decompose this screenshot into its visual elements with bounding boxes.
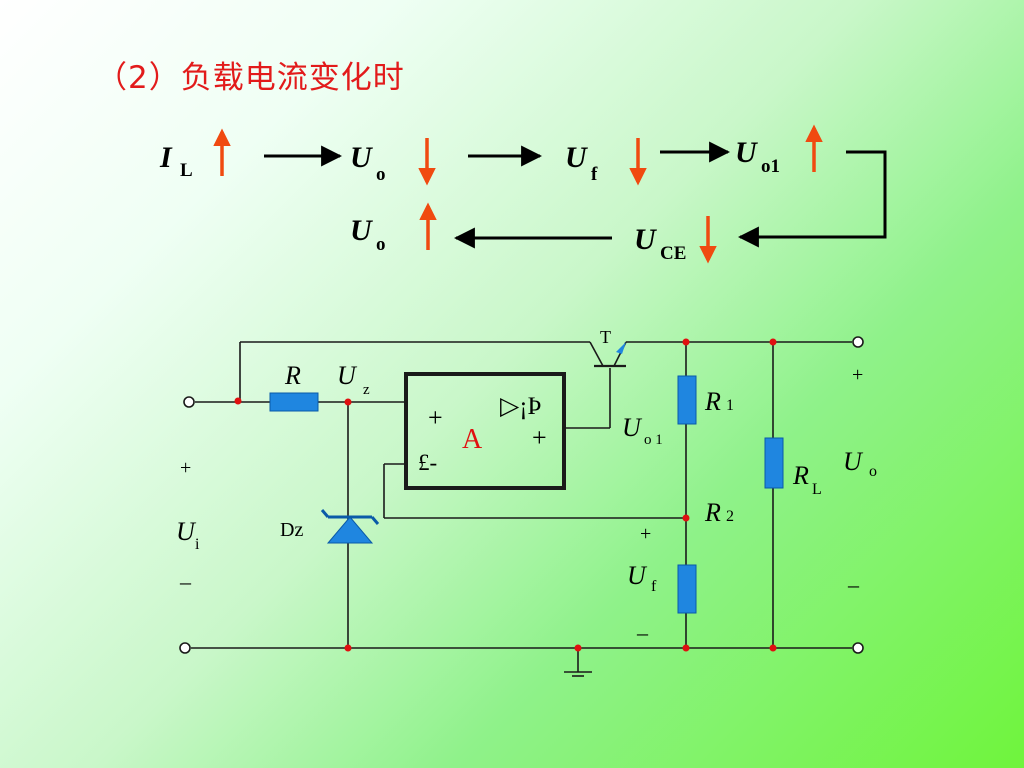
opamp-symbol: ▷¡Þ — [500, 393, 541, 420]
chain-uo-result-sub: o — [376, 234, 386, 255]
chain-uf: U f — [565, 141, 598, 185]
chain-uce-sub: CE — [660, 243, 686, 264]
ui-main: U — [176, 517, 197, 546]
r1-sub: 1 — [726, 397, 734, 414]
opamp-in-plus: + — [428, 403, 443, 432]
junction-node-icon — [234, 397, 242, 405]
junction-node-icon — [344, 398, 352, 406]
opamp-box — [404, 372, 566, 490]
resistor-r1 — [677, 375, 697, 425]
terminals — [179, 336, 864, 654]
resistor-r — [269, 392, 319, 412]
zener-label: Dz — [280, 519, 303, 541]
uo-sub: o — [869, 463, 877, 480]
opamp-label: A — [462, 424, 483, 455]
chain-uce: U CE — [634, 223, 686, 264]
uz-sub: z — [363, 382, 370, 398]
uo-plus: + — [852, 364, 863, 386]
chain-uce-main: U — [634, 223, 657, 256]
chain-uf-main: U — [565, 141, 588, 174]
transistor-label: T — [600, 327, 611, 347]
chain-uo-result-main: U — [350, 214, 373, 247]
uf-minus: – — [636, 620, 649, 645]
junction-nodes — [234, 338, 777, 652]
feedback-loop-arrow-icon — [737, 150, 887, 248]
ui-minus: – — [179, 569, 192, 594]
resistor-r2 — [677, 564, 697, 614]
output-plus-terminal-icon — [852, 336, 864, 348]
uz-main: U — [337, 361, 358, 390]
uo-minus: – — [847, 572, 860, 597]
uo1-main: U — [622, 413, 643, 442]
output-minus-terminal-icon — [852, 642, 864, 654]
input-minus-terminal-icon — [179, 642, 191, 654]
chain-uo-result: U o — [350, 214, 386, 255]
uo1-sub: o 1 — [644, 432, 663, 448]
chain-uf-sub: f — [591, 164, 598, 185]
input-plus-terminal-icon — [183, 396, 195, 408]
chain-uo: U o — [350, 141, 386, 185]
junction-node-icon — [769, 338, 777, 346]
junction-node-icon — [574, 644, 582, 652]
chain-uo1: U o1 — [735, 136, 780, 177]
uf-sub: f — [651, 578, 657, 595]
page-title: （2）负载电流变化时 — [96, 60, 405, 96]
resistor-rl — [764, 437, 784, 489]
r1-main: R — [704, 387, 721, 416]
chain-uo1-main: U — [735, 136, 758, 169]
junction-node-icon — [682, 644, 690, 652]
chain-il: I L — [159, 141, 193, 181]
opamp-in-minus: £- — [418, 450, 437, 475]
resistor-r-label: R — [284, 361, 301, 390]
ui-sub: i — [195, 536, 200, 553]
junction-node-icon — [769, 644, 777, 652]
rl-main: R — [792, 461, 809, 490]
chain-uo-sub: o — [376, 164, 386, 185]
uf-plus: + — [640, 523, 651, 545]
r2-main: R — [704, 498, 721, 527]
r2-sub: 2 — [726, 508, 734, 525]
rl-sub: L — [812, 481, 822, 498]
ui-plus: + — [180, 457, 191, 479]
emitter-arrow-icon — [616, 342, 626, 354]
junction-node-icon — [344, 644, 352, 652]
chain-il-main: I — [159, 141, 173, 174]
uf-main: U — [627, 561, 648, 590]
junction-node-icon — [682, 338, 690, 346]
ground-icon — [564, 671, 592, 677]
chain-il-sub: L — [180, 160, 193, 181]
junction-node-icon — [682, 514, 690, 522]
circuit — [191, 341, 852, 672]
uo-main: U — [843, 447, 864, 476]
zener-diode-icon — [320, 509, 380, 544]
opamp-out-plus: + — [532, 423, 547, 452]
chain-uo-main: U — [350, 141, 373, 174]
chain-uo1-sub: o1 — [761, 156, 780, 177]
